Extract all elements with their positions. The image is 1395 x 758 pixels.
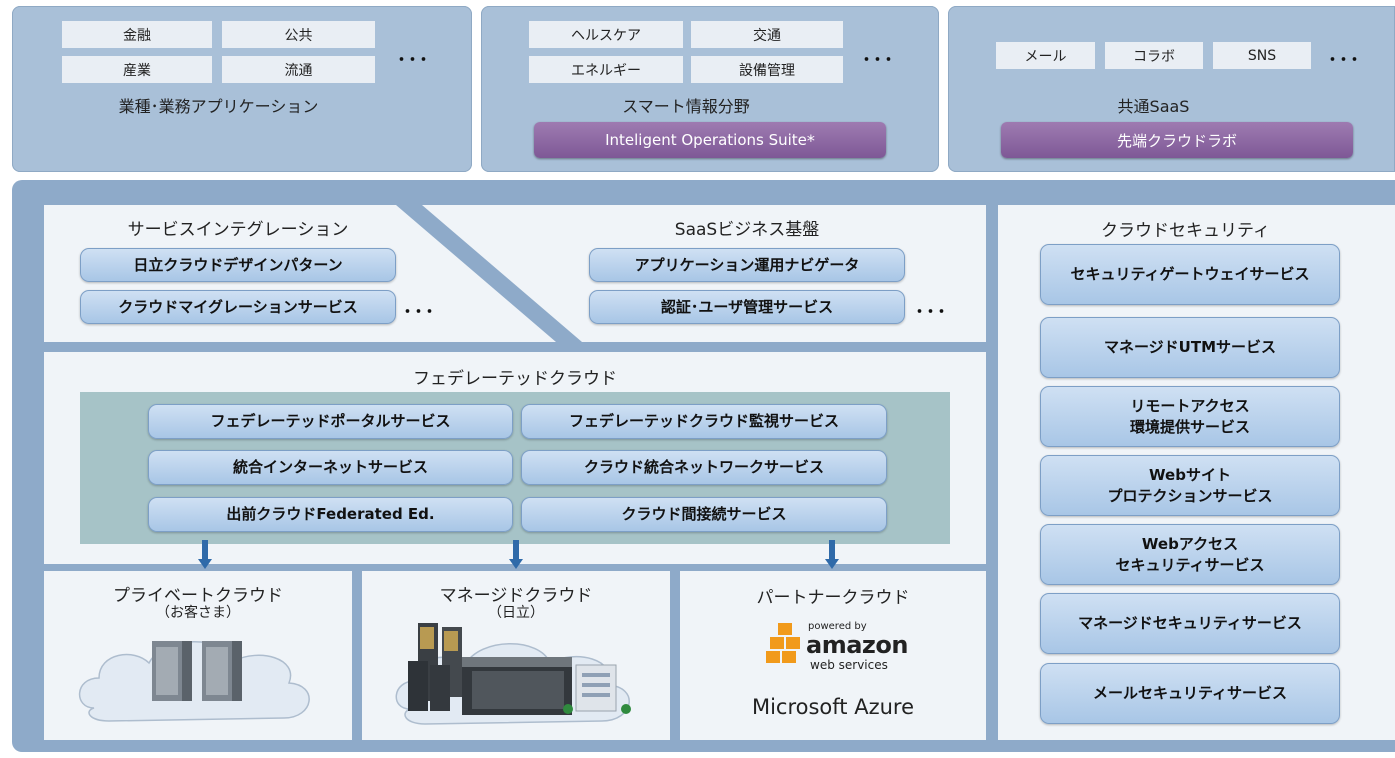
server-cluster-icon (462, 657, 572, 715)
diagonal-divider (396, 205, 582, 342)
suite-button[interactable]: Inteligent Operations Suite* (534, 122, 886, 158)
datacenter-illustration (395, 623, 631, 725)
integration-ellipsis: ･･･ (403, 302, 436, 323)
azure-label: Microsoft Azure (751, 695, 915, 719)
hitachi-cloud-design-pattern-button[interactable]: 日立クラウドデザインパターン (80, 248, 396, 282)
mail-security-button[interactable]: メールセキュリティサービス (1040, 663, 1340, 724)
chip-collab: コラボ (1105, 42, 1203, 69)
chip-healthcare: ヘルスケア (529, 21, 683, 48)
federated-portal-service-button[interactable]: フェデレーテッドポータルサービス (148, 404, 513, 439)
saas-platform-title: SaaSビジネス基盤 (674, 220, 820, 240)
demae-cloud-federated-button[interactable]: 出前クラウドFederated Ed. (148, 497, 513, 532)
security-title: クラウドセキュリティ (1101, 221, 1270, 241)
cloud-integrated-network-service-button[interactable]: クラウド統合ネットワークサービス (521, 450, 887, 485)
smart-ellipsis: ･･･ (862, 50, 895, 71)
saas-panel: メール コラボ SNS ･･･ 共通SaaS 先端クラウドラボ (948, 6, 1395, 172)
partner-cloud-title: パートナークラウド (756, 588, 910, 608)
website-protection-button[interactable]: Webサイト プロテクションサービス (1040, 455, 1340, 516)
aws-powered-by: powered by (808, 621, 867, 632)
chip-transport: 交通 (691, 21, 843, 48)
aws-amazon-text: amazon (806, 631, 908, 659)
chip-energy: エネルギー (529, 56, 683, 83)
aws-logo: powered by amazon web services (766, 621, 916, 673)
cloud-migration-service-button[interactable]: クラウドマイグレーションサービス (80, 290, 396, 324)
chip-public: 公共 (222, 21, 375, 48)
security-gateway-button[interactable]: セキュリティゲートウェイサービス (1040, 244, 1340, 305)
industry-ellipsis: ･･･ (397, 50, 430, 71)
managed-cloud-sub: （日立） (488, 605, 544, 621)
advanced-lab-button[interactable]: 先端クラウドラボ (1001, 122, 1353, 158)
suite-mark: * (806, 130, 815, 150)
federated-monitoring-service-button[interactable]: フェデレーテッドクラウド監視サービス (521, 404, 887, 439)
private-cloud-sub: （お客さま） (156, 605, 240, 621)
inter-cloud-connection-button[interactable]: クラウド間接続サービス (521, 497, 887, 532)
arrow-to-managed (509, 540, 523, 570)
private-cloud-illustration (78, 641, 310, 722)
private-cloud-box: プライベートクラウド （お客さま） (44, 571, 352, 740)
saas-caption: 共通SaaS (1117, 97, 1190, 116)
chip-facility: 設備管理 (691, 56, 843, 83)
web-access-security-button[interactable]: Webアクセス セキュリティサービス (1040, 524, 1340, 585)
aws-cubes-icon (766, 623, 800, 663)
integration-title: サービスインテグレーション (127, 220, 349, 240)
server-icon-1 (152, 641, 192, 701)
chip-mail: メール (996, 42, 1095, 69)
managed-security-button[interactable]: マネージドセキュリティサービス (1040, 593, 1340, 654)
arrow-to-partner (825, 540, 839, 570)
rack-icon (408, 623, 462, 711)
aws-web-services-text: web services (810, 658, 888, 672)
managed-cloud-title: マネージドクラウド (439, 586, 593, 606)
federated-title: フェデレーテッドクラウド (413, 369, 617, 389)
integrated-internet-service-button[interactable]: 統合インターネットサービス (148, 450, 513, 485)
saas-ellipsis: ･･･ (1328, 50, 1361, 71)
private-cloud-title: プライベートクラウド (113, 586, 283, 606)
suite-label: Inteligent Operations Suite (605, 131, 807, 149)
chip-sns: SNS (1213, 42, 1311, 69)
industry-panel: 金融 公共 産業 流通 ･･･ 業種･業務アプリケーション (12, 6, 472, 172)
building-icon (563, 664, 631, 714)
managed-utm-button[interactable]: マネージドUTMサービス (1040, 317, 1340, 378)
arrow-to-private (198, 540, 212, 570)
saas-platform-ellipsis: ･･･ (915, 302, 948, 323)
industry-caption: 業種･業務アプリケーション (118, 97, 319, 116)
smart-panel: ヘルスケア 交通 エネルギー 設備管理 ･･･ スマート情報分野 Intelig… (481, 6, 939, 172)
chip-industry: 産業 (62, 56, 212, 83)
chip-finance: 金融 (62, 21, 212, 48)
managed-cloud-box: マネージドクラウド （日立） (362, 571, 670, 740)
server-icon-2 (202, 641, 242, 701)
app-ops-navigator-button[interactable]: アプリケーション運用ナビゲータ (589, 248, 905, 282)
smart-caption: スマート情報分野 (622, 97, 750, 116)
partner-cloud-box: パートナークラウド powered by amazon web services… (680, 571, 986, 740)
chip-distribution: 流通 (222, 56, 375, 83)
auth-user-mgmt-button[interactable]: 認証･ユーザ管理サービス (589, 290, 905, 324)
remote-access-button[interactable]: リモートアクセス 環境提供サービス (1040, 386, 1340, 447)
